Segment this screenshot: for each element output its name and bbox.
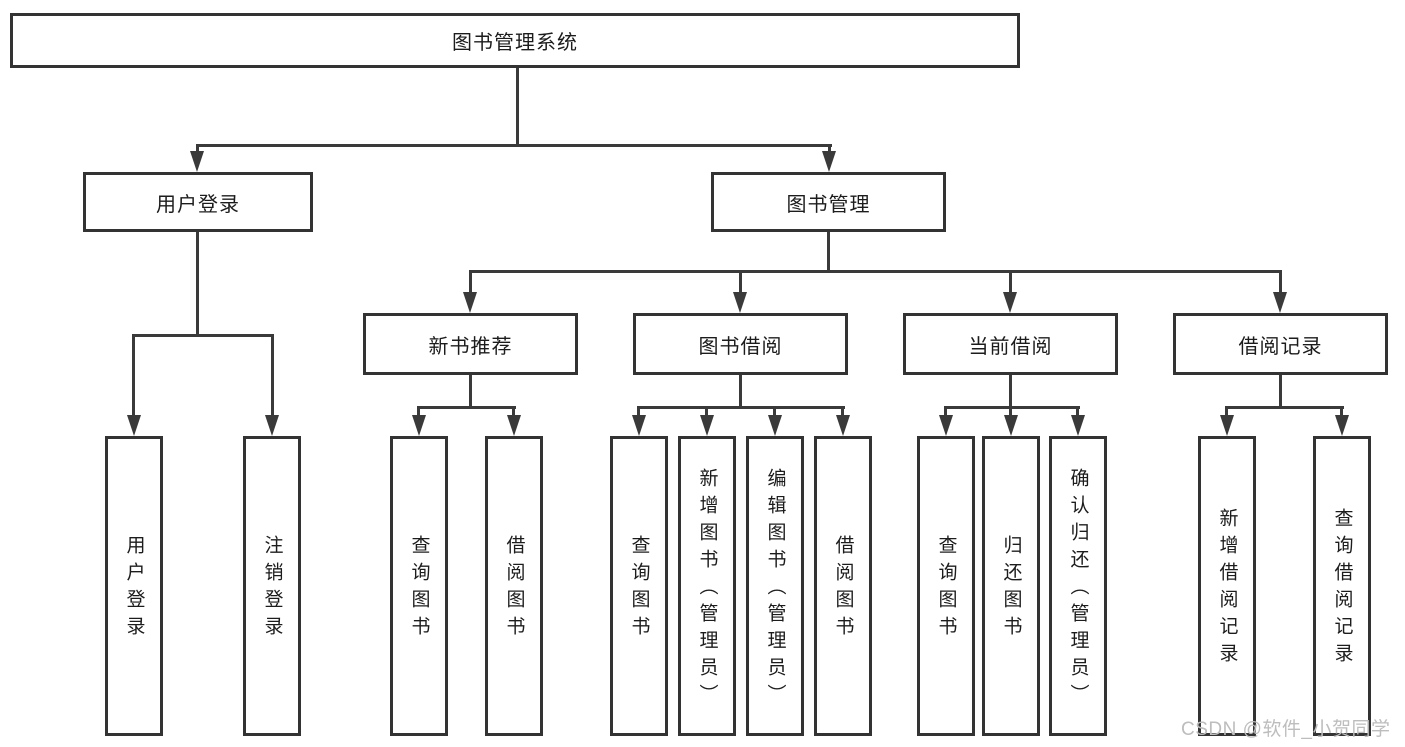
connector-vline — [705, 406, 708, 420]
node-new-book-recommendation: 新书推荐 — [363, 313, 578, 375]
connector-arrowhead — [733, 292, 747, 313]
connector-arrowhead — [700, 415, 714, 436]
connector-vline — [637, 406, 640, 420]
connector-hline — [132, 334, 274, 337]
connector-arrowhead — [463, 292, 477, 313]
connector-vline — [1340, 406, 1343, 420]
connector-vline — [1279, 270, 1282, 296]
node-book-management: 图书管理 — [711, 172, 946, 232]
connector-vline — [132, 334, 135, 420]
connector-hline — [417, 406, 516, 409]
connector-hline — [1225, 406, 1344, 409]
node-borrowing-records: 借阅记录 — [1173, 313, 1388, 375]
connector-vline — [739, 375, 742, 408]
connector-vline — [516, 68, 519, 146]
leaf-query-books-borrowing: 查询图书 — [610, 436, 668, 736]
leaf-user-login: 用户登录 — [105, 436, 163, 736]
connector-arrowhead — [265, 415, 279, 436]
connector-vline — [1076, 406, 1079, 420]
connector-arrowhead — [127, 415, 141, 436]
connector-arrowhead — [1273, 292, 1287, 313]
leaf-query-borrow-record: 查询借阅记录 — [1313, 436, 1371, 736]
connector-arrowhead — [632, 415, 646, 436]
connector-arrowhead — [1003, 292, 1017, 313]
connector-arrowhead — [1004, 415, 1018, 436]
connector-arrowhead — [190, 151, 204, 172]
connector-arrowhead — [1220, 415, 1234, 436]
connector-arrowhead — [768, 415, 782, 436]
leaf-query-books-current: 查询图书 — [917, 436, 975, 736]
leaf-edit-books-admin: 编辑图书（管理员） — [746, 436, 804, 736]
connector-arrowhead — [822, 151, 836, 172]
node-library-system: 图书管理系统 — [10, 13, 1020, 68]
connector-vline — [1009, 406, 1012, 420]
connector-vline — [944, 406, 947, 420]
connector-vline — [773, 406, 776, 420]
connector-hline — [944, 406, 1080, 409]
connector-vline — [469, 375, 472, 408]
leaf-borrow-books-recommend: 借阅图书 — [485, 436, 543, 736]
connector-vline — [841, 406, 844, 420]
connector-vline — [512, 406, 515, 420]
watermark-csdn: CSDN @软件_小贺同学 — [1181, 719, 1391, 740]
connector-arrowhead — [412, 415, 426, 436]
connector-arrowhead — [1071, 415, 1085, 436]
connector-vline — [1279, 375, 1282, 408]
node-user-login-branch: 用户登录 — [83, 172, 313, 232]
connector-vline — [469, 270, 472, 296]
connector-vline — [1009, 270, 1012, 296]
leaf-borrow-books: 借阅图书 — [814, 436, 872, 736]
leaf-add-borrow-record: 新增借阅记录 — [1198, 436, 1256, 736]
connector-arrowhead — [939, 415, 953, 436]
connector-hline — [469, 270, 1282, 273]
leaf-confirm-return-admin: 确认归还（管理员） — [1049, 436, 1107, 736]
connector-vline — [739, 270, 742, 296]
leaf-add-books-admin: 新增图书（管理员） — [678, 436, 736, 736]
connector-arrowhead — [507, 415, 521, 436]
connector-vline — [196, 232, 199, 336]
leaf-return-books: 归还图书 — [982, 436, 1040, 736]
leaf-query-books-recommend: 查询图书 — [390, 436, 448, 736]
connector-vline — [1225, 406, 1228, 420]
connector-vline — [1009, 375, 1012, 408]
connector-vline — [417, 406, 420, 420]
connector-arrowhead — [1335, 415, 1349, 436]
connector-vline — [827, 232, 830, 273]
node-current-borrowing: 当前借阅 — [903, 313, 1118, 375]
leaf-logout: 注销登录 — [243, 436, 301, 736]
connector-hline — [637, 406, 845, 409]
connector-vline — [271, 334, 274, 420]
node-book-borrowing: 图书借阅 — [633, 313, 848, 375]
connector-arrowhead — [836, 415, 850, 436]
connector-hline — [196, 144, 832, 147]
